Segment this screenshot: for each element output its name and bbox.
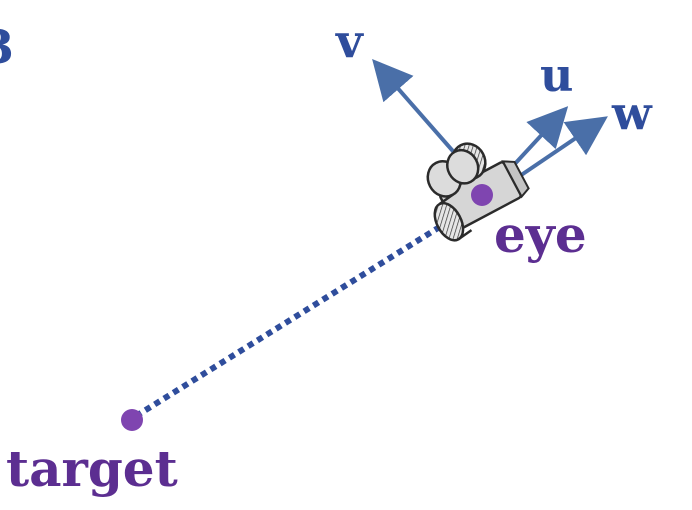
target-point: [121, 409, 143, 431]
v-axis-label: v: [336, 14, 363, 68]
corner-mark-label: 3: [0, 24, 14, 70]
view-direction-line: [134, 225, 440, 419]
v-axis-arrow: [372, 58, 468, 168]
eye-point: [471, 184, 493, 206]
u-axis-label: u: [540, 48, 574, 102]
target-label: target: [6, 439, 178, 498]
eye-label: eye: [494, 205, 587, 264]
w-axis-arrow: [506, 116, 608, 186]
w-axis-label: w: [612, 86, 652, 140]
